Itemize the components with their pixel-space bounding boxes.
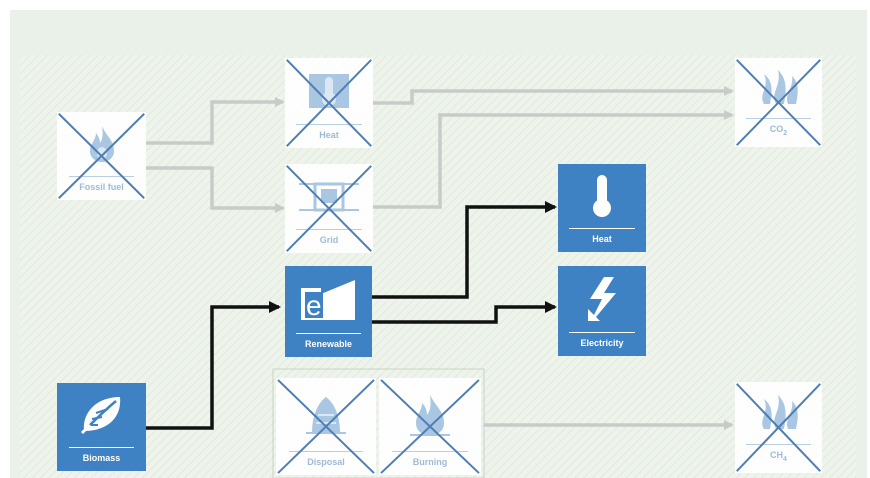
node-label: CO2 xyxy=(735,122,822,147)
flames-icon xyxy=(735,382,822,444)
node-label: CH4 xyxy=(735,448,822,473)
label-rule xyxy=(569,228,635,229)
label-rule xyxy=(392,451,468,452)
node-heat: Heat xyxy=(558,164,646,252)
node-label: Disposal xyxy=(307,457,345,467)
ch4-label-text: CH xyxy=(770,450,784,461)
node-label: Heat xyxy=(319,130,339,140)
label-rule xyxy=(296,124,362,125)
label-rule xyxy=(296,333,361,334)
node-label: Biomass xyxy=(82,453,121,463)
node-grid: Grid xyxy=(285,164,373,253)
ch4-label-sub: 4 xyxy=(783,456,787,463)
svg-text:e: e xyxy=(306,290,322,321)
edge-grid-co2 xyxy=(372,110,734,209)
edge-renewable-electricity xyxy=(372,301,557,324)
lightning-icon xyxy=(558,266,646,332)
grid-icon xyxy=(285,164,373,229)
edge-fossil-heat xyxy=(146,97,285,145)
node-biomass: Biomass xyxy=(57,383,146,471)
node-burning: Burning xyxy=(379,378,481,475)
label-rule xyxy=(68,447,135,448)
disposal-icon xyxy=(276,378,376,451)
node-fossil-fuel: Fossil fuel xyxy=(57,112,146,200)
node-heat-fossil: Heat xyxy=(285,58,373,148)
edge-heat-co2 xyxy=(372,86,734,105)
node-ch4: CH4 xyxy=(735,382,822,473)
co2-label-text: CO xyxy=(769,124,784,135)
node-electricity: Electricity xyxy=(558,266,646,356)
node-label: Burning xyxy=(412,457,448,467)
label-rule xyxy=(569,332,635,333)
thermometer-icon xyxy=(558,164,646,228)
factory-e-icon: e xyxy=(285,266,372,333)
label-rule xyxy=(68,176,135,177)
label-rule xyxy=(296,229,362,230)
edge-fossil-grid xyxy=(146,166,285,213)
edge-biomass-renewable xyxy=(146,301,281,430)
node-co2: CO2 xyxy=(735,58,822,147)
co2-label-sub: 2 xyxy=(783,130,788,137)
flame-icon xyxy=(379,378,481,451)
edge-renewable-heat xyxy=(372,201,557,299)
node-renewable: e Renewable xyxy=(285,266,372,357)
node-label: Renewable xyxy=(304,339,353,349)
node-label: Fossil fuel xyxy=(79,182,124,192)
biomass-icon xyxy=(57,383,146,447)
node-label: Heat xyxy=(592,234,612,244)
node-disposal: Disposal xyxy=(276,378,376,475)
node-label: Electricity xyxy=(580,338,624,348)
thermometer-icon xyxy=(285,58,373,124)
label-rule xyxy=(289,451,363,452)
label-rule xyxy=(746,118,811,120)
flames-icon xyxy=(735,58,822,118)
node-label: Grid xyxy=(319,235,339,245)
flame-icon xyxy=(57,112,146,176)
label-rule xyxy=(746,444,811,446)
